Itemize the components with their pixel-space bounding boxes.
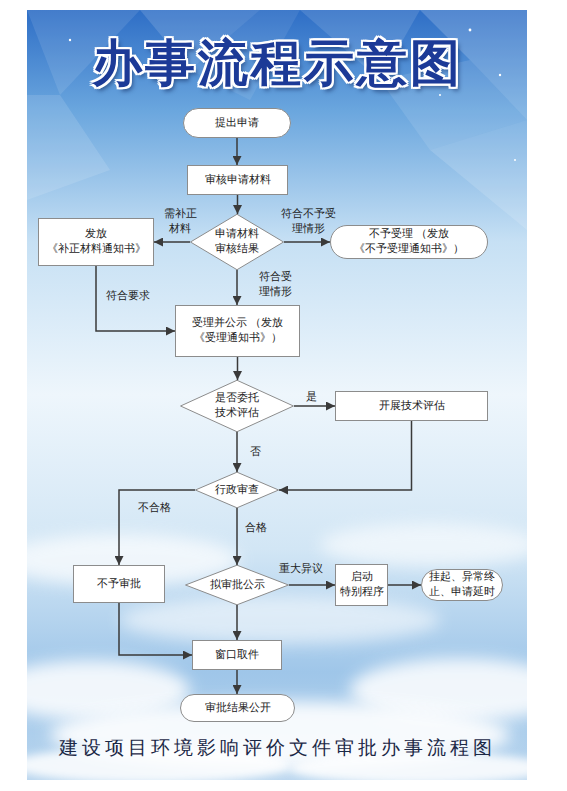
node-text: 申请材料 审核结果 (210, 227, 264, 257)
flow-arrow (294, 405, 335, 407)
node-text: 审核申请材料 (205, 173, 271, 188)
flow-arrow (284, 241, 330, 243)
flow-arrow (279, 421, 412, 490)
node-text: 启动 特别程序 (338, 570, 385, 600)
edge-label: 是 (306, 390, 317, 405)
edge-label: 合格 (245, 521, 267, 536)
node-text: 拟审批公示 (210, 578, 265, 593)
diagram-caption: 建设项目环境影响评价文件审批办事流程图 (27, 735, 527, 761)
flow-arrow (236, 670, 238, 694)
flow-arrow (119, 603, 192, 655)
edge-label: 符合不予受 理情形 (281, 207, 336, 237)
node-text: 开展技术评估 (379, 399, 445, 414)
end-terminal: 不予受理 （发放《不予受理通知书》） (330, 225, 488, 259)
flow-arrow (388, 584, 421, 586)
flow-arrow (236, 432, 238, 472)
process-box: 启动 特别程序 (335, 564, 388, 606)
node-text: 审批结果公开 (205, 701, 271, 716)
edge-label: 不合格 (138, 501, 171, 516)
node-text: 发放 《补正材料通知书》 (43, 227, 149, 257)
flow-arrow (236, 508, 238, 565)
node-text: 窗口取件 (215, 648, 259, 663)
node-text: 行政审查 (215, 483, 259, 498)
decision-diamond: 拟审批公示 (185, 565, 289, 605)
edge-label: 否 (250, 445, 261, 460)
node-text: 受理并公示 （发放《受理通知书》） (180, 316, 295, 346)
end-terminal: 挂起、异常终止、申请延时 (421, 569, 503, 601)
edge-label: 需补正 材料 (164, 207, 197, 237)
decision-diamond: 申请材料 审核结果 (190, 214, 284, 270)
clouds (0, 523, 567, 784)
node-text: 不予审批 (97, 577, 141, 592)
flow-arrow (289, 584, 335, 586)
edge-label: 符合受 理情形 (259, 270, 292, 300)
facet-pattern (27, 10, 527, 230)
end-terminal: 审批结果公开 (180, 694, 295, 722)
flow-arrow (236, 138, 238, 165)
star (69, 39, 71, 41)
start-terminal: 提出申请 (183, 108, 291, 138)
edge-label: 重大异议 (279, 562, 323, 577)
node-text: 提出申请 (215, 116, 259, 131)
process-box: 发放 《补正材料通知书》 (38, 218, 154, 266)
facet (27, 95, 110, 200)
flow-arrow (236, 605, 238, 640)
star (439, 94, 441, 96)
decision-diamond: 行政审查 (195, 472, 279, 508)
diamond-shape (195, 472, 278, 508)
diamond-shape (190, 214, 283, 269)
process-box: 受理并公示 （发放《受理通知书》） (175, 305, 300, 357)
facet (430, 120, 527, 230)
star (514, 159, 516, 161)
process-box: 审核申请材料 (187, 165, 288, 195)
process-box: 不予审批 (73, 565, 165, 603)
flow-arrow (237, 195, 239, 214)
node-text: 不予受理 （发放《不予受理通知书》） (335, 227, 483, 257)
flow-arrow (96, 266, 175, 331)
flow-arrow (119, 490, 195, 565)
star (469, 29, 472, 32)
decision-diamond: 是否委托 技术评估 (180, 380, 294, 432)
diamond-shape (186, 565, 289, 605)
node-text: 挂起、异常终止、申请延时 (429, 570, 495, 600)
flow-arrow (237, 357, 239, 380)
diagram-title: 办事流程示意图 (27, 30, 527, 97)
flow-arrow (154, 241, 190, 243)
node-text: 是否委托 技术评估 (202, 391, 272, 421)
flow-arrow (236, 270, 238, 305)
process-box: 开展技术评估 (335, 391, 488, 421)
diamond-shape (181, 380, 294, 431)
process-box: 窗口取件 (192, 640, 282, 670)
cloud (120, 596, 440, 644)
cloud (320, 523, 540, 567)
edge-label: 符合要求 (106, 289, 150, 304)
star (499, 74, 501, 76)
